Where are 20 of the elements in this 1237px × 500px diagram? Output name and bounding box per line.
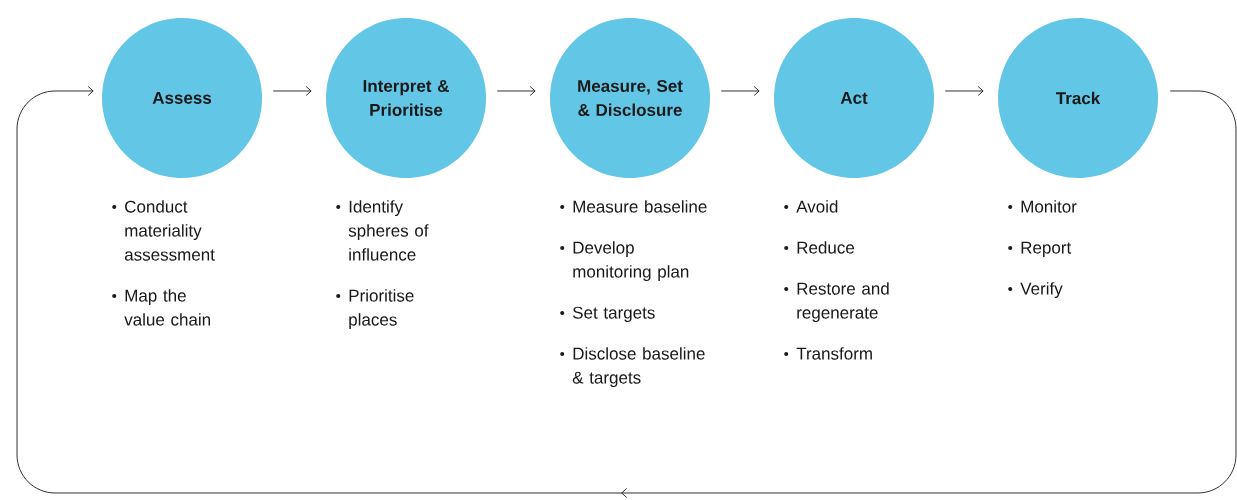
bullet-item: Avoid	[784, 200, 838, 213]
arrow	[496, 86, 536, 96]
bullet-item: Restore and regenerate	[784, 282, 889, 323]
bullet-item: Report	[1008, 241, 1072, 258]
bullet-item: Measure baseline	[560, 200, 707, 213]
arrow	[272, 86, 312, 96]
arrow	[720, 86, 760, 96]
bullet-item: Reduce	[784, 241, 855, 254]
bullet-item: Verify	[1008, 282, 1063, 299]
bullet-item: Transform	[784, 347, 872, 360]
bullet-item: Prioritise places	[336, 289, 414, 330]
bullet-item: Conduct materiality assessment	[112, 200, 215, 261]
bullet-item: Set targets	[560, 306, 655, 323]
arrow	[944, 86, 984, 96]
bullet-item: Identify spheres of influence	[336, 200, 429, 261]
bullet-item: Map the value chain	[112, 289, 210, 326]
loop-arrow	[16, 86, 1237, 498]
bullet-item: Develop monitoring plan	[560, 241, 689, 282]
bullet-item: Monitor	[1008, 200, 1077, 213]
bullet-item: Disclose baseline & targets	[560, 347, 705, 388]
